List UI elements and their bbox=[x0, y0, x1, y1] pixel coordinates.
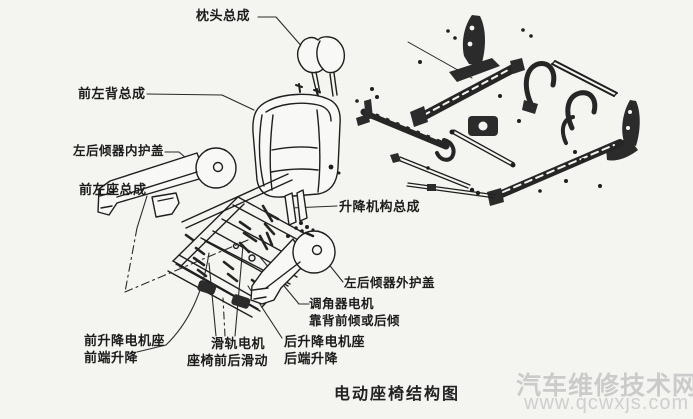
headrest-drawing bbox=[295, 36, 346, 98]
label-recliner-motor-desc: 靠背前倾或后倾 bbox=[309, 314, 401, 328]
label-recliner-motor: 调角器电机 靠背前倾或后倾 bbox=[309, 297, 400, 329]
lift-mechanism-parts-drawing bbox=[294, 226, 315, 238]
seat-back-drawing bbox=[252, 93, 341, 198]
label-lift-mechanism-assembly: 升降机构总成 bbox=[339, 199, 421, 214]
label-recliner-inner-cover: 左后倾器内护盖 bbox=[73, 144, 165, 158]
label-rear-lift-motor: 后升降电机座 后端升降 bbox=[284, 334, 365, 366]
label-slide-motor: 滑轨电机 bbox=[211, 336, 266, 351]
label-front-left-seat-assembly: 前左座总成 bbox=[79, 182, 147, 197]
seat-frame-drawing bbox=[151, 173, 323, 318]
label-front-left-back-assembly: 前左背总成 bbox=[78, 86, 146, 101]
label-slide-motor-desc: 座椅前后滑动 bbox=[187, 353, 269, 368]
label-recliner-outer-cover: 左后倾器外护盖 bbox=[344, 276, 436, 290]
rail-exploded-view-drawing bbox=[355, 15, 640, 206]
watermark-site-url: www.qcwxjs.com bbox=[524, 392, 690, 414]
label-rear-lift-motor-desc: 后端升降 bbox=[284, 351, 339, 366]
recliner-outer-cover-drawing bbox=[250, 230, 336, 305]
label-headrest-assembly: 枕头总成 bbox=[196, 8, 251, 23]
watermark-site-name: 汽车维修技术网 bbox=[516, 372, 693, 400]
figure-caption: 电动座椅结构图 bbox=[334, 386, 461, 403]
label-rear-lift-motor-name: 后升降电机座 bbox=[284, 334, 366, 349]
recliner-inner-cover-drawing bbox=[97, 147, 237, 216]
label-front-lift-motor: 前升降电机座 前端升降 bbox=[84, 333, 165, 365]
label-front-lift-motor-name: 前升降电机座 bbox=[84, 333, 166, 348]
label-front-lift-motor-desc: 前端升降 bbox=[84, 350, 139, 365]
label-recliner-motor-name: 调角器电机 bbox=[309, 297, 375, 311]
